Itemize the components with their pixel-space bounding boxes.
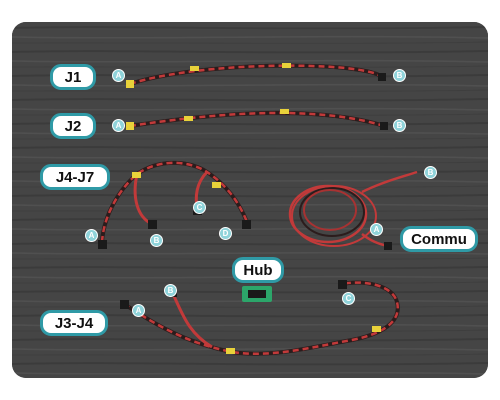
label-j4-j7: J4-J7 [40, 164, 110, 190]
marker-j1-a: A [112, 69, 125, 82]
label-j2: J2 [50, 113, 96, 139]
cable-j1 [126, 63, 386, 88]
marker-j3-j4-b: B [164, 284, 177, 297]
marker-commu-a: A [370, 223, 383, 236]
marker-j3-j4-a: A [132, 304, 145, 317]
marker-j4-j7-c: C [193, 201, 206, 214]
hub-board [242, 286, 272, 302]
marker-j4-j7-d: D [219, 227, 232, 240]
marker-j2-a: A [112, 119, 125, 132]
label-j3-j4: J3-J4 [40, 310, 108, 336]
marker-j4-j7-b: B [150, 234, 163, 247]
marker-commu-b: B [424, 166, 437, 179]
marker-j2-b: B [393, 119, 406, 132]
marker-j1-b: B [393, 69, 406, 82]
cable-commu [288, 170, 418, 250]
label-hub: Hub [232, 257, 284, 283]
label-commu: Commu [400, 226, 478, 252]
cable-j2 [126, 109, 388, 130]
marker-j3-j4-c: C [342, 292, 355, 305]
label-j1: J1 [50, 64, 96, 90]
cable-j4-j7 [98, 160, 251, 249]
marker-j4-j7-a: A [85, 229, 98, 242]
